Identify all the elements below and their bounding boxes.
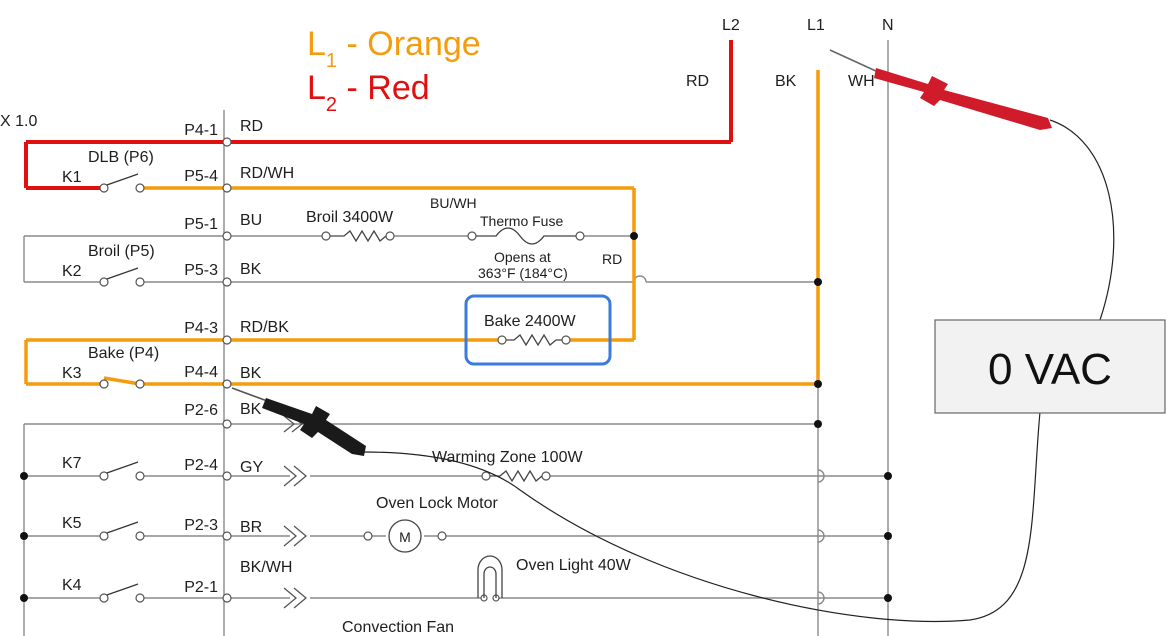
pin-label: P2-1 — [184, 579, 218, 596]
wire-label: RD/BK — [240, 319, 289, 336]
wire-label: BK — [240, 365, 262, 382]
bus-n-wire-color: WH — [848, 73, 875, 90]
legend-l1: L1 - Orange — [307, 25, 481, 72]
junction-dots — [20, 232, 892, 602]
relay-name: K4 — [62, 577, 82, 594]
warming-zone-label: Warming Zone 100W — [432, 449, 583, 466]
meter-leads — [363, 119, 1115, 623]
pin-label: P5-1 — [184, 216, 218, 233]
pin-label: P4-1 — [184, 122, 218, 139]
pin-label: P2-4 — [184, 457, 218, 474]
thermo-fuse-temp-label: 363°F (184°C) — [478, 265, 568, 281]
oven-light-label: Oven Light 40W — [516, 557, 632, 574]
wire-label: BK — [240, 401, 262, 418]
terminals — [99, 137, 585, 603]
black-probe — [231, 387, 366, 456]
wire-label: GY — [240, 459, 263, 476]
wire-labels: RD RD/WH BU BK RD/BK BK BK GY BR BK/WH — [240, 118, 294, 576]
pin-label: P2-3 — [184, 517, 218, 534]
bus-l2-wire-color: RD — [686, 73, 709, 90]
relay-function-label: Bake (P4) — [88, 345, 159, 362]
l1-orange-wiring — [24, 70, 820, 386]
component-labels: Broil 3400W BU/WH Thermo Fuse Opens at 3… — [306, 195, 632, 636]
bu-wh-label: BU/WH — [430, 195, 477, 211]
connector-chevrons — [283, 415, 308, 609]
thermo-fuse-label: Thermo Fuse — [480, 213, 563, 229]
pin-label: P5-4 — [184, 168, 218, 185]
wire-label: BK — [240, 261, 262, 278]
relay-name: K1 — [62, 169, 82, 186]
pin-label: P4-3 — [184, 320, 218, 337]
wire-label: BU — [240, 212, 262, 229]
pin-label: P4-4 — [184, 364, 218, 381]
bus-l1-label: L1 — [807, 17, 825, 34]
gray-wiring — [23, 40, 889, 636]
bake-highlight-box — [464, 294, 612, 366]
legend-l2: L2 - Red — [307, 69, 430, 116]
pin-labels: P4-1 P5-4 P5-1 P5-3 P4-3 P4-4 P2-6 P2-4 … — [184, 122, 218, 596]
relay-name: K2 — [62, 263, 82, 280]
bus-n-label: N — [882, 17, 894, 34]
l2-red-wiring — [24, 40, 733, 190]
relay-function-label: DLB (P6) — [88, 149, 154, 166]
wire-label: BR — [240, 519, 262, 536]
bus-l2-label: L2 — [722, 17, 740, 34]
red-probe — [829, 49, 1052, 130]
relay-name: K5 — [62, 515, 82, 532]
convection-fan-label: Convection Fan — [342, 619, 454, 636]
pin-label: P5-3 — [184, 262, 218, 279]
oven-lock-motor-label: Oven Lock Motor — [376, 495, 499, 512]
broil-element-label: Broil 3400W — [306, 209, 394, 226]
bus-l1-wire-color: BK — [775, 73, 797, 90]
relay-function-label: Broil (P5) — [88, 243, 155, 260]
wire-label: RD — [240, 118, 263, 135]
multimeter-display: 0 VAC — [934, 319, 1166, 414]
board-label: X 1.0 — [0, 113, 37, 130]
rd-wire-label: RD — [602, 251, 622, 267]
pin-label: P2-6 — [184, 402, 218, 419]
relay-labels: DLB (P6) K1 Broil (P5) K2 Bake (P4) K3 K… — [62, 149, 159, 594]
relay-name: K7 — [62, 455, 82, 472]
thermo-fuse-opens-label: Opens at — [494, 249, 551, 265]
wire-label: RD/WH — [240, 165, 294, 182]
relay-name: K3 — [62, 365, 82, 382]
motor-symbol: M — [399, 529, 411, 545]
heater-elements — [330, 227, 576, 598]
meter-reading: 0 VAC — [988, 345, 1112, 394]
bake-element-label: Bake 2400W — [484, 313, 577, 330]
relay-switches — [103, 173, 139, 597]
wire-label: BK/WH — [240, 559, 292, 576]
